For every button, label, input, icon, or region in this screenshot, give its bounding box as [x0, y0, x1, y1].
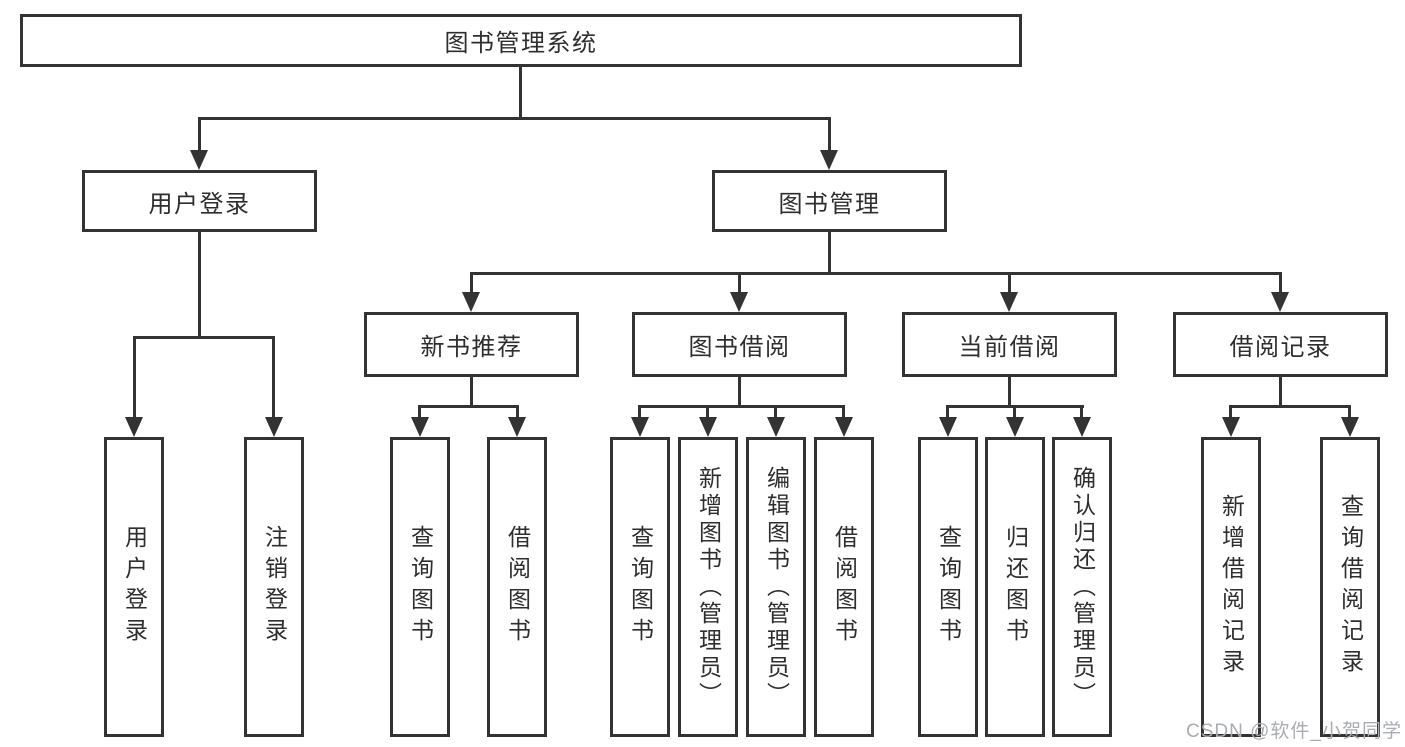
node-root: 图书管理系统	[20, 14, 1022, 67]
leaf-borrow-lend: 借阅图书	[814, 437, 874, 737]
arrowhead-current-borrow	[1000, 292, 1018, 312]
connector-drop-book-borrow	[738, 275, 741, 292]
connector-drop-current-borrow	[1008, 275, 1011, 292]
arrowhead-records-add	[1222, 417, 1240, 437]
connector-drop-newbook-query	[418, 408, 421, 417]
connector-drop-current-confirm	[1080, 408, 1083, 417]
connector-drop-records-query	[1348, 408, 1351, 417]
connector-drop-user-login	[198, 120, 201, 152]
arrowhead-current-query	[939, 417, 957, 437]
arrowhead-borrow-lend	[835, 417, 853, 437]
connector-drop-newbook-borrow	[516, 408, 519, 417]
leaf-logout: 注销登录	[244, 437, 304, 737]
connector-current-leaves-split	[946, 405, 1084, 408]
arrowhead-new-book	[462, 292, 480, 312]
connector-drop-new-book	[470, 275, 473, 292]
connector-drop-book-mgmt	[828, 120, 831, 152]
arrowhead-current-confirm	[1073, 417, 1091, 437]
arrowhead-newbook-query	[411, 417, 429, 437]
arrowhead-leaf-logout	[265, 417, 283, 437]
node-book-borrow: 图书借阅	[632, 312, 847, 377]
arrowhead-leaf-user-login	[125, 417, 143, 437]
connector-drop-records-add	[1229, 408, 1232, 417]
arrowhead-book-borrow	[730, 292, 748, 312]
arrowhead-borrow-query	[631, 417, 649, 437]
arrowhead-records-query	[1341, 417, 1359, 437]
connector-drop-borrow-edit	[774, 408, 777, 417]
leaf-borrow-query: 查询图书	[610, 437, 670, 737]
arrowhead-borrow-records	[1271, 292, 1289, 312]
connector-drop-leaf-logout	[272, 339, 275, 417]
leaf-newbook-query: 查询图书	[390, 437, 450, 737]
node-book-mgmt: 图书管理	[712, 170, 947, 232]
connector-new-book-stem	[470, 377, 473, 405]
connector-book-borrow-stem	[738, 377, 741, 405]
csdn-watermark: CSDN @软件_小贺同学	[1186, 721, 1402, 742]
leaf-records-add: 新增借阅记录	[1201, 437, 1261, 737]
arrowhead-borrow-add	[699, 417, 717, 437]
leaf-current-query: 查询图书	[918, 437, 978, 737]
node-borrow-records: 借阅记录	[1173, 312, 1388, 377]
connector-borrow-leaves-split	[638, 405, 845, 408]
connector-book-mgmt-stem	[828, 232, 831, 272]
connector-records-leaves-split	[1229, 405, 1351, 408]
connector-level3-split	[470, 272, 1282, 275]
connector-newbook-leaves-split	[418, 405, 519, 408]
connector-user-leaves-split	[133, 336, 275, 339]
connector-drop-current-return	[1013, 408, 1016, 417]
node-new-book-rec: 新书推荐	[364, 312, 579, 377]
arrowhead-book-mgmt	[820, 150, 838, 170]
leaf-newbook-borrow: 借阅图书	[487, 437, 547, 737]
leaf-records-query: 查询借阅记录	[1320, 437, 1380, 737]
arrowhead-newbook-borrow	[508, 417, 526, 437]
leaf-borrow-edit: 编辑图书（管理员）	[746, 437, 806, 737]
connector-drop-borrow-add	[706, 408, 709, 417]
connector-drop-borrow-lend	[842, 408, 845, 417]
connector-drop-borrow-query	[638, 408, 641, 417]
node-user-login: 用户登录	[82, 170, 317, 232]
connector-user-login-stem	[198, 232, 201, 336]
leaf-borrow-add: 新增图书（管理员）	[678, 437, 738, 737]
arrowhead-current-return	[1006, 417, 1024, 437]
connector-current-borrow-stem	[1008, 377, 1011, 405]
connector-borrow-records-stem	[1279, 377, 1282, 405]
leaf-current-confirm: 确认归还（管理员）	[1052, 437, 1112, 737]
leaf-user-login: 用户登录	[104, 437, 164, 737]
leaf-current-return: 归还图书	[985, 437, 1045, 737]
node-current-borrow: 当前借阅	[902, 312, 1117, 377]
connector-drop-current-query	[946, 408, 949, 417]
arrowhead-borrow-edit	[767, 417, 785, 437]
connector-root-stem	[519, 67, 522, 117]
connector-drop-leaf-user-login	[133, 339, 136, 417]
connector-level2-split	[198, 117, 831, 120]
connector-drop-borrow-records	[1279, 275, 1282, 292]
arrowhead-user-login	[190, 150, 208, 170]
